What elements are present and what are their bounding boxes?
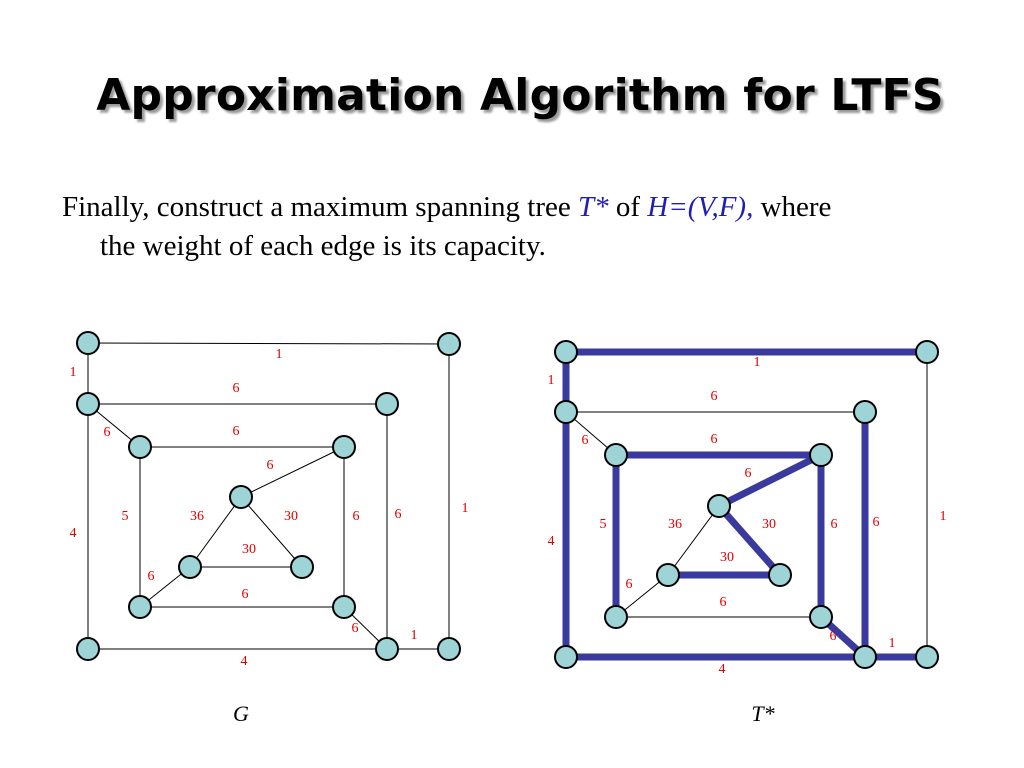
node-n xyxy=(375,637,399,661)
node-e xyxy=(604,443,628,467)
body-text-part3: where xyxy=(753,191,832,223)
tree-edge-g-j xyxy=(716,503,783,578)
tree-edge-f-g xyxy=(717,451,823,510)
edge-g-i xyxy=(667,505,720,576)
weight-label-c-e: 6 xyxy=(104,425,111,440)
weight-label-f-l: 6 xyxy=(831,517,838,532)
body-paragraph: Finally, construct a maximum spanning tr… xyxy=(62,188,992,266)
node-l xyxy=(809,605,833,629)
weight-label-m-n: 4 xyxy=(241,654,248,669)
weight-label-c-e: 6 xyxy=(582,433,589,448)
weight-label-i-j: 30 xyxy=(242,542,256,557)
node-o xyxy=(915,645,939,669)
node-g xyxy=(707,494,731,518)
edge-a-b xyxy=(87,342,450,345)
body-text-part2: of xyxy=(608,191,648,223)
node-l xyxy=(332,595,356,619)
node-c xyxy=(76,392,100,416)
node-m xyxy=(554,645,578,669)
node-d xyxy=(375,392,399,416)
weight-label-a-c: 1 xyxy=(70,365,77,380)
body-line-2: the weight of each edge is its capacity. xyxy=(100,230,546,262)
weight-label-e-f: 6 xyxy=(233,424,240,439)
weight-label-c-d: 6 xyxy=(233,381,240,396)
weight-label-g-j: 30 xyxy=(284,509,298,524)
weight-labels: 1 1 6 6 6 6 36 30 30 5 6 6 6 6 6 4 4 1 1 xyxy=(548,355,947,677)
edge-g-j xyxy=(240,496,303,568)
weight-label-d-n: 6 xyxy=(873,515,880,530)
weight-label-b-o: 1 xyxy=(462,501,469,516)
weight-label-f-g: 6 xyxy=(745,466,752,481)
edges xyxy=(562,348,928,661)
graph-tstar: 1 1 6 6 6 6 36 30 30 5 6 6 6 6 6 4 4 1 1 xyxy=(548,340,947,677)
slide-title: Approximation Algorithm for LTFS xyxy=(96,70,944,121)
weight-label-f-g: 6 xyxy=(267,458,274,473)
weight-label-b-o: 1 xyxy=(940,509,947,524)
node-b xyxy=(437,332,461,356)
node-d xyxy=(853,400,877,424)
weight-label-d-n: 6 xyxy=(395,507,402,522)
weight-label-m-n: 4 xyxy=(719,662,726,677)
weight-label-i-j: 30 xyxy=(720,550,734,565)
weight-label-c-m: 4 xyxy=(70,526,77,541)
weight-label-g-i: 36 xyxy=(190,509,204,524)
weight-labels: 1 1 6 6 6 6 36 30 30 5 6 6 6 6 6 4 4 1 1 xyxy=(70,347,469,669)
node-i xyxy=(656,563,680,587)
weight-label-k-l: 6 xyxy=(242,587,249,602)
node-f xyxy=(332,435,356,459)
body-text-part1: Finally, construct a maximum spanning tr… xyxy=(62,191,578,223)
weight-label-k-i: 6 xyxy=(626,577,633,592)
node-c xyxy=(554,400,578,424)
node-a xyxy=(554,340,578,364)
weight-label-n-o: 1 xyxy=(411,628,418,643)
weight-label-c-m: 4 xyxy=(548,534,555,549)
weight-label-c-d: 6 xyxy=(711,389,718,404)
node-g xyxy=(229,485,253,509)
weight-label-l-n: 6 xyxy=(830,629,837,644)
weight-label-f-l: 6 xyxy=(353,509,360,524)
caption-tstar: T* xyxy=(751,701,774,726)
weight-label-g-i: 36 xyxy=(668,517,682,532)
tstar-term: T* xyxy=(577,191,609,223)
node-i xyxy=(178,555,202,579)
weight-label-n-o: 1 xyxy=(889,636,896,651)
node-k xyxy=(128,595,152,619)
node-n xyxy=(853,645,877,669)
weight-label-e-k: 5 xyxy=(600,517,607,532)
node-j xyxy=(290,555,314,579)
node-a xyxy=(76,331,100,355)
weight-label-l-n: 6 xyxy=(352,621,359,636)
node-k xyxy=(604,605,628,629)
weight-label-a-c: 1 xyxy=(548,373,555,388)
nodes xyxy=(76,331,461,661)
weight-label-g-j: 30 xyxy=(762,517,776,532)
graph-g: 1 1 6 6 6 6 36 30 30 5 6 6 6 6 6 4 4 1 1 xyxy=(70,331,469,669)
node-m xyxy=(76,637,100,661)
weight-label-a-b: 1 xyxy=(276,347,283,362)
node-o xyxy=(437,637,461,661)
weight-label-e-k: 5 xyxy=(122,509,129,524)
weight-label-a-b: 1 xyxy=(754,355,761,370)
weight-label-k-i: 6 xyxy=(148,569,155,584)
weight-label-e-f: 6 xyxy=(711,432,718,447)
edge-f-g xyxy=(240,446,345,498)
node-e xyxy=(128,435,152,459)
body-line-1: Finally, construct a maximum spanning tr… xyxy=(62,188,992,227)
weight-label-k-l: 6 xyxy=(720,595,727,610)
h-term: H=(V,F), xyxy=(647,191,754,223)
caption-g: G xyxy=(233,701,249,726)
nodes xyxy=(554,340,939,669)
node-b xyxy=(915,340,939,364)
node-j xyxy=(768,563,792,587)
node-f xyxy=(809,443,833,467)
edge-g-i xyxy=(189,496,242,568)
